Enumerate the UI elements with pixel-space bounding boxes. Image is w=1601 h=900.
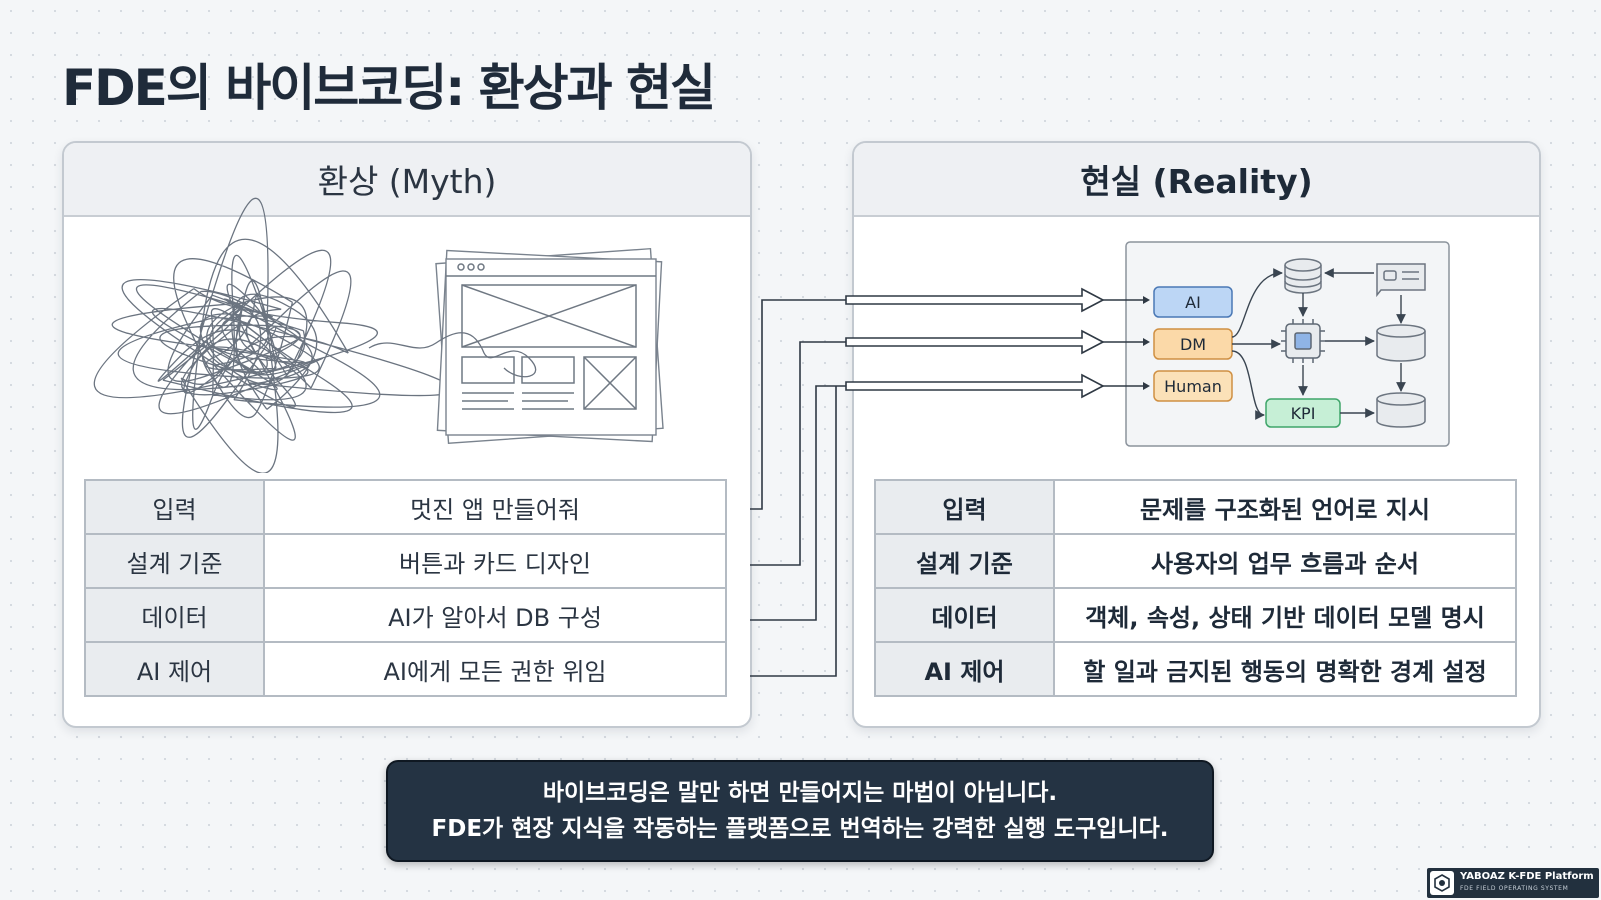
kpi-node-label: KPI <box>1291 404 1316 423</box>
myth-comparison-table: 입력 멋진 앱 만들어줘 설계 기준 버튼과 카드 디자인 데이터 AI가 알아… <box>84 479 727 697</box>
myth-panel-header: 환상 (Myth) <box>64 143 750 217</box>
ai-node-label: AI <box>1185 293 1201 312</box>
row-label: AI 제어 <box>874 641 1055 697</box>
row-value: AI가 알아서 DB 구성 <box>263 587 727 643</box>
reality-panel: 현실 (Reality) AI DM Human KPI <box>852 141 1541 728</box>
brand-badge: YABOAZ K-FDE Platform FDE FIELD OPERATIN… <box>1427 868 1599 898</box>
caption-line-2: FDE가 현장 지식을 작동하는 플랫폼으로 번역하는 강력한 실행 도구입니다… <box>431 816 1169 842</box>
row-value: 문제를 구조화된 언어로 지시 <box>1053 479 1517 535</box>
row-label: 데이터 <box>84 587 265 643</box>
row-value: AI에게 모든 권한 위임 <box>263 641 727 697</box>
storage-cylinder-icon <box>1376 324 1426 362</box>
row-label: 데이터 <box>874 587 1055 643</box>
ai-node <box>1153 286 1233 318</box>
myth-panel: 환상 (Myth) <box>62 141 752 728</box>
row-value: 사용자의 업무 흐름과 순서 <box>1053 533 1517 589</box>
tangled-wireframe-illustration <box>93 197 664 473</box>
flow-arrows <box>1231 268 1406 420</box>
brand-logo-icon <box>1430 871 1454 895</box>
table-row: AI 제어 AI에게 모든 권한 위임 <box>84 641 727 697</box>
scribble-trail-icon <box>368 332 537 378</box>
reality-panel-header: 현실 (Reality) <box>854 143 1539 217</box>
table-row: 데이터 AI가 알아서 DB 구성 <box>84 587 727 643</box>
database-icon <box>1284 258 1322 294</box>
tangled-scribble-icon <box>93 197 454 473</box>
row-label: 설계 기준 <box>874 533 1055 589</box>
page-title: FDE의 바이브코딩: 환상과 현실 <box>62 59 716 117</box>
row-label: 입력 <box>84 479 265 535</box>
row-label: AI 제어 <box>84 641 265 697</box>
table-row: 데이터 객체, 속성, 상태 기반 데이터 모델 명시 <box>874 587 1517 643</box>
table-row: 설계 기준 사용자의 업무 흐름과 순서 <box>874 533 1517 589</box>
table-row: AI 제어 할 일과 금지된 행동의 명확한 경계 설정 <box>874 641 1517 697</box>
row-value: 객체, 속성, 상태 기반 데이터 모델 명시 <box>1053 587 1517 643</box>
row-label: 입력 <box>874 479 1055 535</box>
table-row: 입력 문제를 구조화된 언어로 지시 <box>874 479 1517 535</box>
human-node <box>1153 370 1233 402</box>
browser-wireframe-icon <box>446 263 656 410</box>
brand-name: YABOAZ K-FDE Platform <box>1460 871 1594 882</box>
table-row: 설계 기준 버튼과 카드 디자인 <box>84 533 727 589</box>
scribble-strokes <box>93 197 454 473</box>
storage-cylinder-icon <box>1376 392 1426 428</box>
summary-caption: 바이브코딩은 말만 하면 만들어지는 마법이 아닙니다. FDE가 현장 지식을… <box>386 760 1214 862</box>
human-node-label: Human <box>1164 377 1222 396</box>
document-card-icon <box>1376 263 1426 298</box>
processor-chip-icon <box>1281 319 1325 363</box>
row-value: 할 일과 금지된 행동의 명확한 경계 설정 <box>1053 641 1517 697</box>
row-value: 멋진 앱 만들어줘 <box>263 479 727 535</box>
row-label: 설계 기준 <box>84 533 265 589</box>
dm-node-label: DM <box>1180 335 1206 354</box>
brand-subtitle: FDE FIELD OPERATING SYSTEM <box>1460 885 1569 892</box>
wireframe-sheets-icon <box>435 247 664 444</box>
table-row: 입력 멋진 앱 만들어줘 <box>84 479 727 535</box>
row-value: 버튼과 카드 디자인 <box>263 533 727 589</box>
caption-line-1: 바이브코딩은 말만 하면 만들어지는 마법이 아닙니다. <box>542 780 1058 806</box>
reality-system-diagram: AI DM Human KPI <box>1125 241 1450 447</box>
reality-comparison-table: 입력 문제를 구조화된 언어로 지시 설계 기준 사용자의 업무 흐름과 순서 … <box>874 479 1517 697</box>
